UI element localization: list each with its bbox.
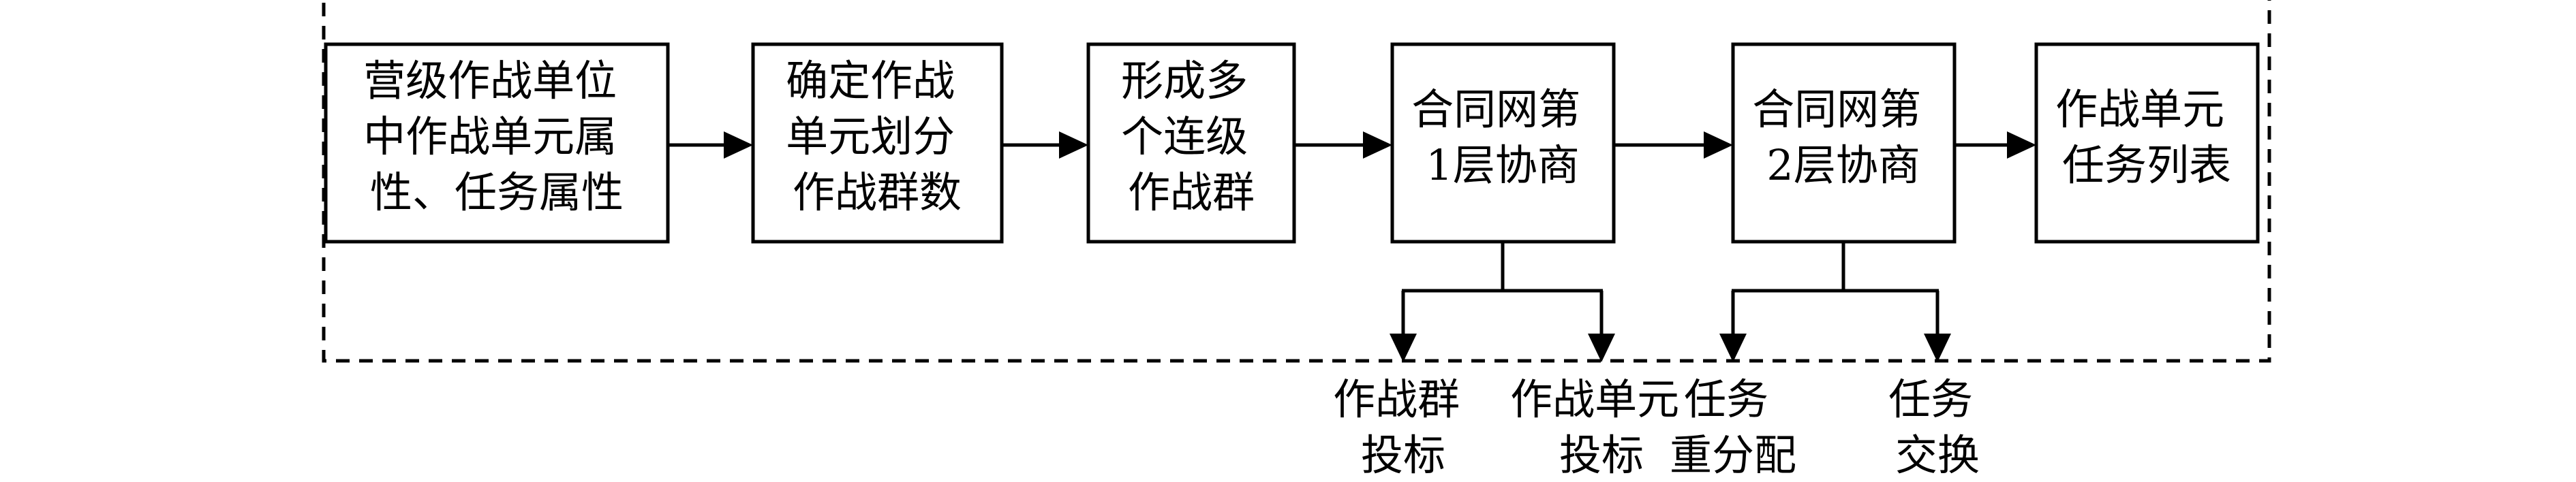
box-line: 1层协商: [1426, 140, 1579, 190]
box-line: 作战单元: [2055, 84, 2224, 134]
arrow-2-to-3: [1002, 131, 1088, 159]
box-line: 确定作战: [786, 56, 955, 106]
box-unit-task-list-text: 作战单元 任务列表: [2055, 84, 2238, 190]
output-line: 作战群: [1333, 374, 1460, 424]
box-battalion-attributes: 营级作战单位 中作战单元属 性、任务属性: [324, 42, 670, 244]
box-frame: [1731, 42, 1957, 244]
box-line: 中作战单元属: [363, 112, 617, 161]
arrow-head: [724, 131, 753, 159]
box-unit-task-list: 作战单元 任务列表: [2034, 42, 2260, 244]
output-line: 任务: [1684, 374, 1768, 424]
arrow-1-to-2: [668, 131, 753, 159]
box-line: 营级作战单位: [363, 56, 617, 106]
box-frame: [751, 42, 1004, 244]
box-battalion-attributes-text: 营级作战单位 中作战单元属 性、任务属性: [363, 56, 630, 217]
box-line: 任务列表: [2062, 140, 2231, 190]
branch-layer-2: [1719, 242, 1951, 362]
box-determine-groups-text: 确定作战 单元划分 作战群数: [786, 56, 968, 217]
arrow-head: [1588, 334, 1615, 362]
arrow-head: [1363, 131, 1392, 159]
box-frame: [1390, 42, 1616, 244]
box-line: 单元划分: [786, 112, 955, 161]
arrow-head: [1704, 131, 1733, 159]
box-contract-net-layer-2: 合同网第 2层协商: [1731, 42, 1957, 244]
box-form-company-groups-text: 形成多 个连级 作战群: [1121, 56, 1261, 217]
box-line: 作战群: [1128, 167, 1255, 217]
arrow-head: [1059, 131, 1088, 159]
branch-layer-1: [1390, 242, 1615, 362]
output-task-exchange: 任务 交换: [1888, 374, 1987, 480]
box-frame: [2034, 42, 2260, 244]
box-line: 合同网第: [1752, 84, 1921, 134]
box-determine-groups: 确定作战 单元划分 作战群数: [751, 42, 1004, 244]
dashed-boundary: [322, 0, 2271, 363]
arrow-3-to-4: [1294, 131, 1392, 159]
box-form-company-groups: 形成多 个连级 作战群: [1086, 42, 1296, 244]
output-task-reallocation: 任务 重分配: [1670, 374, 1796, 480]
output-line: 交换: [1895, 430, 1980, 480]
box-line: 性、任务属性: [370, 167, 624, 217]
arrow-5-to-6: [1954, 131, 2036, 159]
box-contract-net-layer-2-text: 合同网第 2层协商: [1752, 84, 1935, 190]
arrow-head: [1719, 334, 1747, 362]
output-group-bidding: 作战群 投标: [1333, 374, 1473, 480]
arrow-head: [1924, 334, 1951, 362]
box-line: 2层协商: [1766, 140, 1920, 190]
box-line: 合同网第: [1411, 84, 1580, 134]
box-line: 形成多: [1121, 56, 1248, 106]
output-line: 任务: [1888, 374, 1973, 424]
arrow-head: [2007, 131, 2036, 159]
box-contract-net-layer-1-text: 合同网第 1层协商: [1411, 84, 1594, 190]
box-frame: [1086, 42, 1296, 244]
box-contract-net-layer-1: 合同网第 1层协商: [1390, 42, 1616, 244]
box-line: 个连级: [1121, 112, 1248, 161]
box-line: 作战群数: [793, 167, 962, 217]
arrow-head: [1390, 334, 1417, 362]
output-line: 重分配: [1670, 430, 1796, 480]
output-line: 作战单元: [1510, 374, 1679, 424]
arrow-4-to-5: [1614, 131, 1733, 159]
output-unit-bidding: 作战单元 投标: [1510, 374, 1693, 480]
output-line: 投标: [1361, 430, 1445, 480]
output-line: 投标: [1559, 430, 1644, 480]
box-frame: [324, 42, 670, 244]
